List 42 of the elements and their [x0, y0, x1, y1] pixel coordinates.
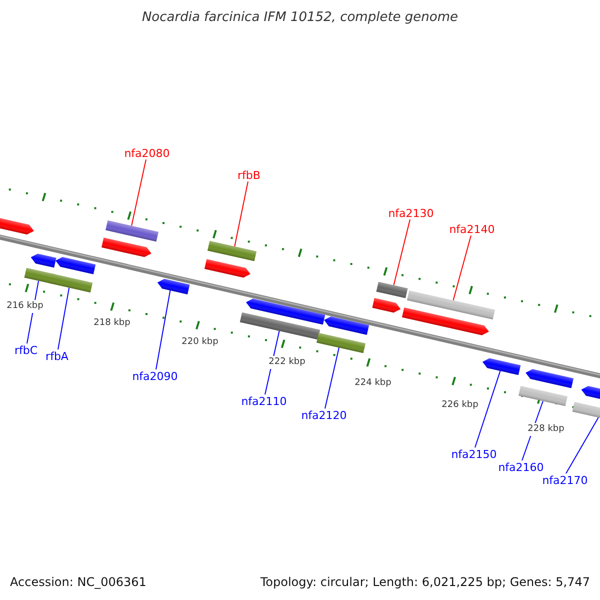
- gene-block: [572, 402, 600, 418]
- leader-line: [131, 159, 146, 226]
- leader-line: [474, 370, 501, 448]
- axis-label: 226 kbp: [442, 398, 478, 412]
- leader-line: [156, 290, 171, 370]
- axis-label: 224 kbp: [354, 376, 392, 390]
- genome-summary-text: Topology: circular; Length: 6,021,225 bp; Genes: 5,747: [260, 576, 590, 588]
- gene-name: nfa2150: [451, 448, 497, 460]
- axis-label: 222 kbp: [268, 356, 306, 368]
- leader-line: [58, 287, 70, 350]
- axis-label: 216 kbp: [6, 300, 44, 312]
- gene-block: [208, 240, 256, 262]
- gene-block: [49, 274, 93, 292]
- gene-name: rfbA: [46, 350, 68, 362]
- gene-block: [406, 290, 496, 320]
- gene-block: [106, 220, 158, 242]
- axis-label: 218 kbp: [94, 316, 130, 330]
- gene-name: nfa2160: [498, 460, 544, 474]
- gene-name: nfa2170: [542, 474, 588, 486]
- gene-block: [482, 358, 521, 376]
- gene-block: [240, 312, 320, 340]
- leader-line: [324, 347, 340, 409]
- gene-block: [518, 386, 568, 406]
- gene-block: [157, 278, 190, 294]
- gene-name: rfbC: [14, 344, 38, 356]
- leader-line: [234, 181, 248, 247]
- title: Nocardia farcinica IFM 10152, complete genome: [142, 11, 458, 24]
- gene-name: rfbB: [238, 168, 260, 182]
- gene-name: nfa2080: [124, 146, 170, 160]
- gene-block: [316, 332, 366, 354]
- gene-name: nfa2120: [301, 408, 347, 422]
- axis-label: 220 kbp: [182, 336, 218, 348]
- gene-name: nfa2140: [449, 222, 495, 236]
- gene-name: nfa2130: [388, 206, 434, 220]
- gene-block: [376, 282, 408, 298]
- leader-line: [452, 235, 472, 301]
- leader-line: [566, 416, 599, 474]
- gene-name: nfa2090: [132, 370, 178, 382]
- leader-line: [393, 219, 410, 286]
- accession-text: Accession: NC_006361: [10, 576, 146, 588]
- gene-name: nfa2110: [241, 394, 287, 408]
- axis-label: 228 kbp: [528, 422, 564, 436]
